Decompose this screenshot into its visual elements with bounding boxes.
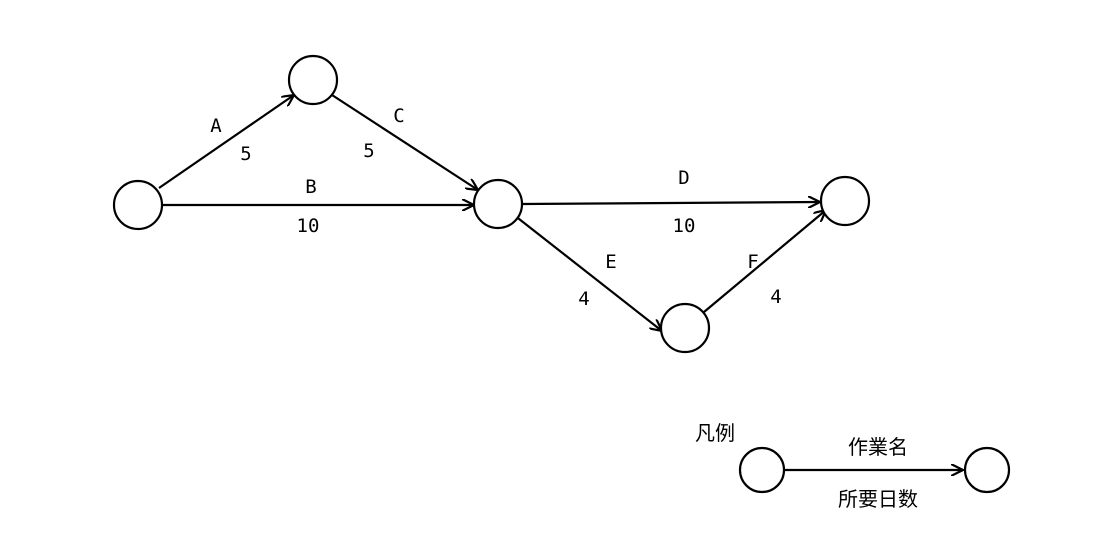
legend-duration: 所要日数 <box>838 487 918 511</box>
activity-b-days: 10 <box>297 215 320 237</box>
activity-c-days: 5 <box>363 140 374 162</box>
node-merge <box>472 178 524 230</box>
activity-e-name: E <box>605 251 616 273</box>
legend-title: 凡例 <box>695 421 735 445</box>
activity-f-days: 4 <box>770 286 781 308</box>
activity-b-name: B <box>305 176 316 198</box>
legend: 凡例 作業名 所要日数 <box>695 421 1011 511</box>
node-after-e <box>659 302 711 354</box>
activity-f-name: F <box>747 251 758 273</box>
edge-d <box>521 202 820 204</box>
node-after-a <box>287 54 339 106</box>
legend-node-start <box>738 446 786 494</box>
node-end <box>819 175 871 227</box>
legend-task-name: 作業名 <box>848 435 908 459</box>
activity-c-name: C <box>393 105 404 127</box>
node-start <box>112 179 164 231</box>
activity-d-days: 10 <box>673 215 696 237</box>
activity-a-name: A <box>210 115 222 137</box>
activity-a-days: 5 <box>240 143 251 165</box>
edge-e <box>513 214 662 331</box>
edge-c <box>331 94 478 190</box>
activity-d-name: D <box>678 167 689 189</box>
activity-e-days: 4 <box>578 288 589 310</box>
legend-node-end <box>963 446 1011 494</box>
edge-f <box>703 210 826 313</box>
edge-a <box>158 95 294 189</box>
